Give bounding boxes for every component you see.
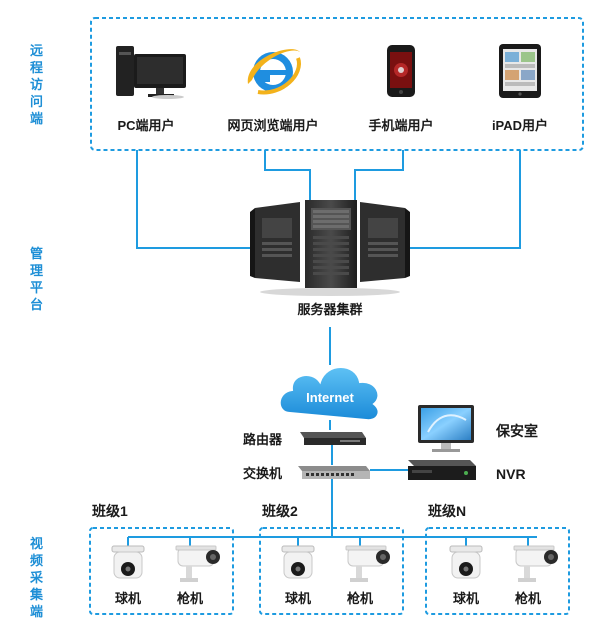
tier-video-char-1: 频 — [30, 553, 43, 568]
router: 路由器 — [243, 432, 366, 447]
tier-label-remote: 远 程 访 问 端 — [30, 43, 43, 126]
bullet-camera-label: 枪机 — [515, 591, 541, 606]
internet-label: Internet — [306, 390, 354, 405]
remote-access-box — [90, 17, 584, 151]
class-title: 班级N — [428, 503, 466, 519]
tier-video-char-0: 视 — [30, 536, 43, 551]
dome-camera-label: 球机 — [453, 591, 479, 606]
class-title: 班级1 — [92, 503, 128, 519]
server-cluster: 服务器集群 — [250, 200, 410, 317]
tier-video-char-2: 采 — [29, 570, 44, 585]
tier-video-char-4: 端 — [30, 604, 43, 619]
monitor-icon — [418, 405, 474, 452]
client-ipad: iPAD用户 — [492, 44, 548, 133]
router-label: 路由器 — [243, 432, 283, 447]
bullet-camera-icon — [175, 545, 220, 582]
switch-camera-links — [127, 479, 537, 552]
tier-label-management: 管 理 平 台 — [30, 246, 43, 312]
server-cluster-label: 服务器集群 — [297, 302, 362, 317]
tier-mgmt-char-2: 平 — [30, 280, 43, 295]
cloud-icon — [278, 366, 380, 422]
client-label: 网页浏览端用户 — [227, 118, 318, 133]
dome-camera-icon — [111, 545, 145, 579]
class-group-n: 班级N 球机 枪机 — [425, 503, 570, 615]
security-room-label: 保安室 — [495, 423, 538, 439]
dome-camera-icon — [449, 545, 483, 579]
smartphone-icon — [387, 45, 415, 97]
tier-remote-char-1: 程 — [30, 60, 43, 75]
internet-cloud: Internet — [278, 366, 380, 422]
client-label: PC端用户 — [117, 118, 174, 133]
dome-camera-label: 球机 — [115, 591, 141, 606]
client-pc: PC端用户 — [116, 46, 186, 133]
tier-remote-char-0: 远 — [30, 43, 43, 58]
tier-remote-char-4: 端 — [30, 111, 43, 126]
class-title: 班级2 — [262, 503, 298, 519]
bullet-camera-label: 枪机 — [177, 591, 203, 606]
bullet-camera-label: 枪机 — [347, 591, 373, 606]
tier-mgmt-char-0: 管 — [30, 246, 43, 261]
client-server-links — [136, 150, 521, 249]
nvr: NVR — [408, 460, 526, 482]
switch-label: 交换机 — [243, 466, 282, 481]
class-box — [259, 527, 404, 615]
dome-camera-label: 球机 — [285, 591, 311, 606]
internet-explorer-icon — [247, 49, 301, 95]
class-group-2: 班级2 球机 枪机 — [259, 503, 404, 615]
nvr-icon — [408, 460, 476, 480]
desktop-pc-icon — [116, 46, 186, 99]
server-cluster-icon — [250, 200, 410, 296]
security-room: 保安室 — [418, 405, 538, 452]
client-browser: 网页浏览端用户 — [227, 49, 319, 133]
bullet-camera-icon — [513, 545, 558, 582]
tier-mgmt-char-1: 理 — [30, 263, 43, 278]
nvr-label: NVR — [496, 466, 526, 482]
dome-camera-icon — [281, 545, 315, 579]
router-icon — [300, 432, 366, 445]
class-group-1: 班级1 球机 枪机 — [89, 503, 234, 615]
bullet-camera-icon — [345, 545, 390, 582]
tier-mgmt-char-3: 台 — [30, 297, 43, 312]
class-box — [89, 527, 234, 615]
tier-video-char-3: 集 — [29, 587, 44, 602]
client-mobile: 手机端用户 — [368, 45, 434, 133]
client-label: iPAD用户 — [492, 118, 548, 133]
tier-remote-char-2: 访 — [30, 77, 43, 92]
tier-remote-char-3: 问 — [30, 94, 43, 109]
client-label: 手机端用户 — [368, 118, 433, 133]
switch: 交换机 — [243, 466, 370, 481]
tier-label-video: 视 频 采 集 端 — [29, 536, 44, 619]
class-box — [425, 527, 570, 615]
tablet-icon — [499, 44, 541, 98]
switch-icon — [298, 466, 370, 479]
